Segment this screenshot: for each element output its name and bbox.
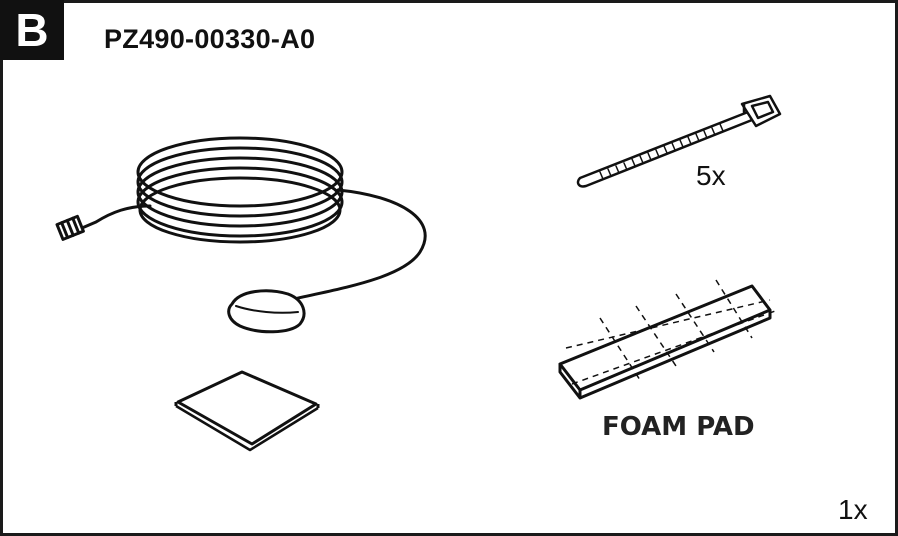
kit-quantity: 1x: [838, 494, 868, 525]
cable-tie-quantity: 5x: [696, 160, 726, 191]
square-adhesive-pad-icon: [174, 370, 320, 452]
section-letter: B: [15, 4, 49, 56]
foam-pad-label: FOAM PAD: [602, 412, 755, 442]
section-letter-badge: B: [0, 0, 64, 60]
cable-tie-icon: [576, 94, 782, 188]
foam-pad-icon: [558, 279, 779, 400]
sensor-with-coiled-cable-icon: [55, 136, 427, 334]
part-number: PZ490-00330-A0: [104, 24, 316, 54]
